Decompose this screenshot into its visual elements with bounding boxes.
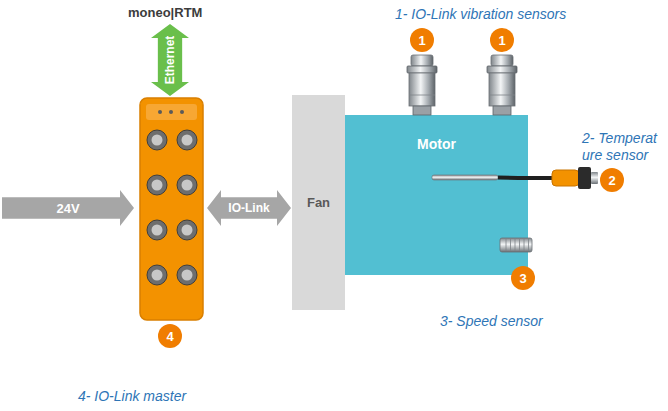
- speed-sensor: [510, 239, 511, 251]
- m12-port: [177, 220, 197, 240]
- node-label: IO-Link: [228, 202, 269, 214]
- io-link-master: [169, 110, 173, 114]
- temperature-sensor: [498, 176, 553, 181]
- m12-port: [147, 130, 167, 150]
- callout-number: 2: [600, 168, 624, 192]
- m12-port: [147, 175, 167, 195]
- callout-number: 3: [511, 266, 535, 290]
- io-link-master: [146, 104, 197, 120]
- m12-port: [152, 270, 163, 281]
- callout-number: 1: [410, 28, 434, 52]
- io-link-master: [158, 110, 162, 114]
- callout-number: 2: [608, 174, 615, 187]
- io-link-master: [140, 98, 203, 320]
- ethernet-arrow: Ethernet: [151, 24, 189, 96]
- m12-port: [177, 220, 197, 240]
- m12-port: [152, 225, 163, 236]
- node-label: Fan: [307, 196, 330, 209]
- callout-number: 1: [418, 34, 425, 47]
- speed-sensor: [515, 239, 516, 251]
- caption-note: 4- IO-Link master: [78, 388, 186, 405]
- power-arrow: [2, 190, 134, 226]
- node-label: Motor: [417, 137, 456, 151]
- speed-sensor: [506, 239, 529, 251]
- temperature-sensor: [591, 172, 598, 184]
- node-label: 24V: [56, 202, 79, 215]
- m12-port: [182, 270, 193, 281]
- io-link-arrow: IO-Link: [207, 190, 291, 226]
- m12-port: [152, 135, 163, 146]
- io-link-master: [180, 110, 184, 114]
- speed-sensor: [506, 239, 507, 251]
- callout-number: 4: [158, 324, 182, 348]
- m12-port: [177, 130, 197, 150]
- m12-port: [177, 265, 197, 285]
- caption-note: 2- Temperat ure sensor: [582, 130, 664, 164]
- speed-sensor: [528, 239, 529, 251]
- m12-port: [147, 265, 167, 285]
- m12-port: [182, 180, 193, 191]
- ethernet-arrow: [151, 24, 189, 96]
- caption-note: 3- Speed sensor: [440, 313, 543, 330]
- m12-port: [177, 175, 197, 195]
- callout-number: 1: [490, 28, 514, 52]
- m12-port: [182, 225, 193, 236]
- vibration-sensor: [487, 55, 517, 115]
- m12-port: [177, 130, 197, 150]
- callout-number: 1: [498, 34, 505, 47]
- io-link-arrow: [207, 190, 291, 226]
- m12-port: [147, 220, 167, 240]
- temperature-sensor: [552, 170, 579, 186]
- speed-sensor: [500, 238, 532, 252]
- temperature-sensor: [432, 167, 598, 189]
- temperature-sensor: [432, 175, 498, 180]
- m12-port: [147, 130, 197, 285]
- m12-port: [147, 130, 167, 150]
- speed-sensor: [519, 239, 520, 251]
- fan-box: Fan: [292, 95, 345, 310]
- power-arrow: 24V: [2, 190, 134, 226]
- m12-port: [177, 265, 197, 285]
- callout-number: 3: [519, 272, 526, 285]
- product-name: moneo|RTM: [128, 4, 202, 21]
- io-link-master: [140, 98, 203, 320]
- node-label: Ethernet: [164, 36, 176, 85]
- m12-port: [147, 175, 167, 195]
- m12-port: [177, 175, 197, 195]
- callout-number: 4: [166, 330, 173, 343]
- m12-port: [182, 135, 193, 146]
- speed-sensor: [524, 239, 525, 251]
- m12-port: [147, 265, 167, 285]
- temperature-sensor: [578, 167, 591, 189]
- vibration-sensor: [407, 55, 437, 115]
- caption-note: 1- IO-Link vibration sensors: [395, 6, 566, 23]
- speed-sensor: [500, 238, 532, 252]
- m12-port: [147, 220, 167, 240]
- m12-port: [152, 180, 163, 191]
